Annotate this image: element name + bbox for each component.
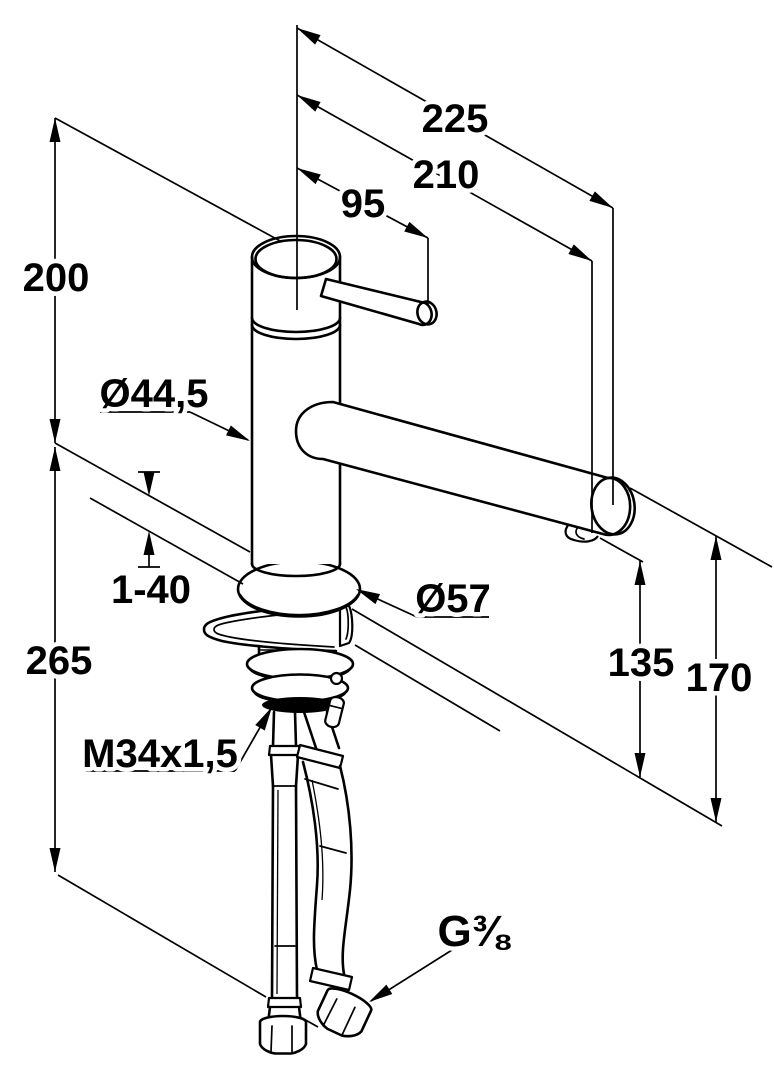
dim-hose-thread-label: G⅜ xyxy=(438,907,512,956)
hose-nut-right xyxy=(316,987,373,1038)
base-black-collar xyxy=(262,697,338,713)
dim-base-diameter-label: Ø57 xyxy=(415,577,491,621)
dim-height-above-label: 200 xyxy=(23,256,90,300)
dim-lever-length-label: 95 xyxy=(341,182,386,226)
dim-depth-below-label: 265 xyxy=(26,639,93,683)
dimension-lines xyxy=(54,25,773,1028)
retaining-nut xyxy=(250,671,350,704)
lever-handle xyxy=(319,277,438,327)
dim-reach-outlet-label: 210 xyxy=(413,153,480,197)
faucet-head xyxy=(250,234,342,341)
spout xyxy=(294,400,636,537)
dim-reach-full-label: 225 xyxy=(422,97,489,141)
dim-body-diameter-label: Ø44,5 xyxy=(100,372,209,416)
dim-mount-thickness-label: 1-40 xyxy=(111,568,191,612)
supply-hose-right xyxy=(295,710,373,1038)
dim-outlet-clearance-label: 170 xyxy=(686,656,753,700)
dim-shank-thread-label: M34x1,5 xyxy=(82,732,238,776)
dim-spout-clearance-label: 135 xyxy=(608,641,675,685)
supply-hose-left xyxy=(258,710,308,1055)
hose-nut-left xyxy=(258,1014,308,1055)
dimension-labels: 225 210 95 200 Ø44,5 1-40 265 Ø57 135 17… xyxy=(18,93,757,961)
fixing-stud xyxy=(324,695,345,729)
